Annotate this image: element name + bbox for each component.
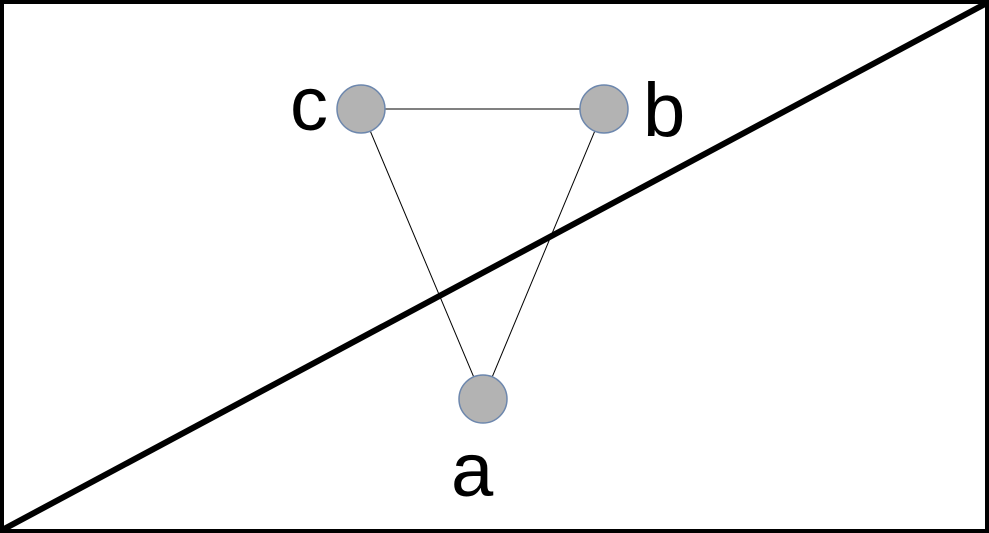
node-label-a: a <box>451 428 494 513</box>
node-circle-a <box>458 374 508 424</box>
node-circle-c <box>336 84 386 134</box>
edge-c-a <box>360 108 484 400</box>
node-label-b: b <box>643 68 686 153</box>
edge-b-a <box>482 108 605 400</box>
diagonal-line <box>4 4 985 529</box>
diagram-shapes-svg <box>4 4 985 529</box>
node-circle-b <box>579 84 629 134</box>
node-label-c: c <box>290 62 328 147</box>
